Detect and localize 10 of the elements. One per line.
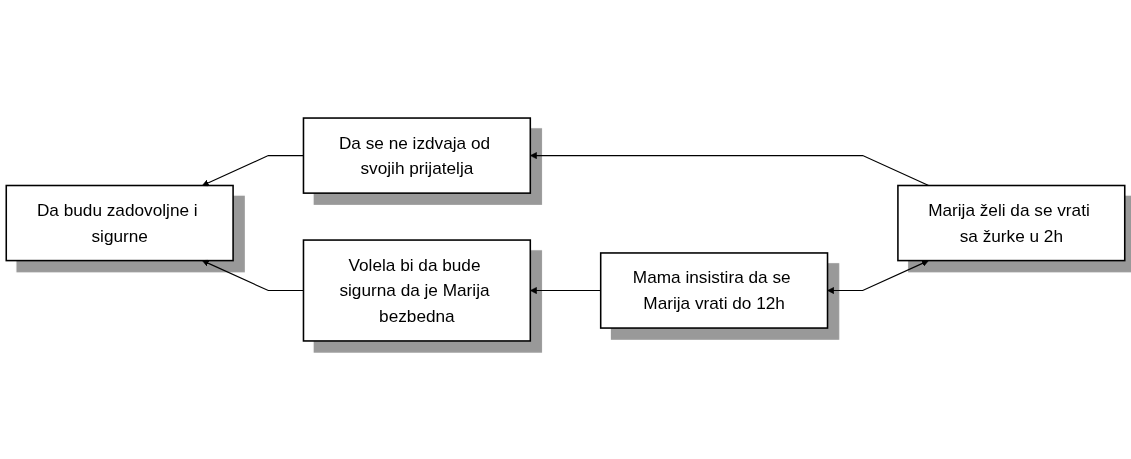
- arrow: [530, 287, 602, 294]
- node-box: Marija želi da se vrati sa žurke u 2h: [897, 184, 1126, 262]
- node-box: Da se ne izdvaja od svojih prijatelja: [302, 117, 532, 194]
- arrow: [827, 260, 929, 294]
- node-box: Da budu zadovoljne i sigurne: [5, 184, 234, 262]
- arrow: [202, 260, 305, 292]
- node-box: Volela bi da bude sigurna da je Marija bezbedna: [302, 239, 532, 342]
- arrow: [202, 155, 305, 187]
- arrow: [530, 152, 930, 187]
- node-box: Mama insistira da se Marija vrati do 12h: [599, 252, 829, 329]
